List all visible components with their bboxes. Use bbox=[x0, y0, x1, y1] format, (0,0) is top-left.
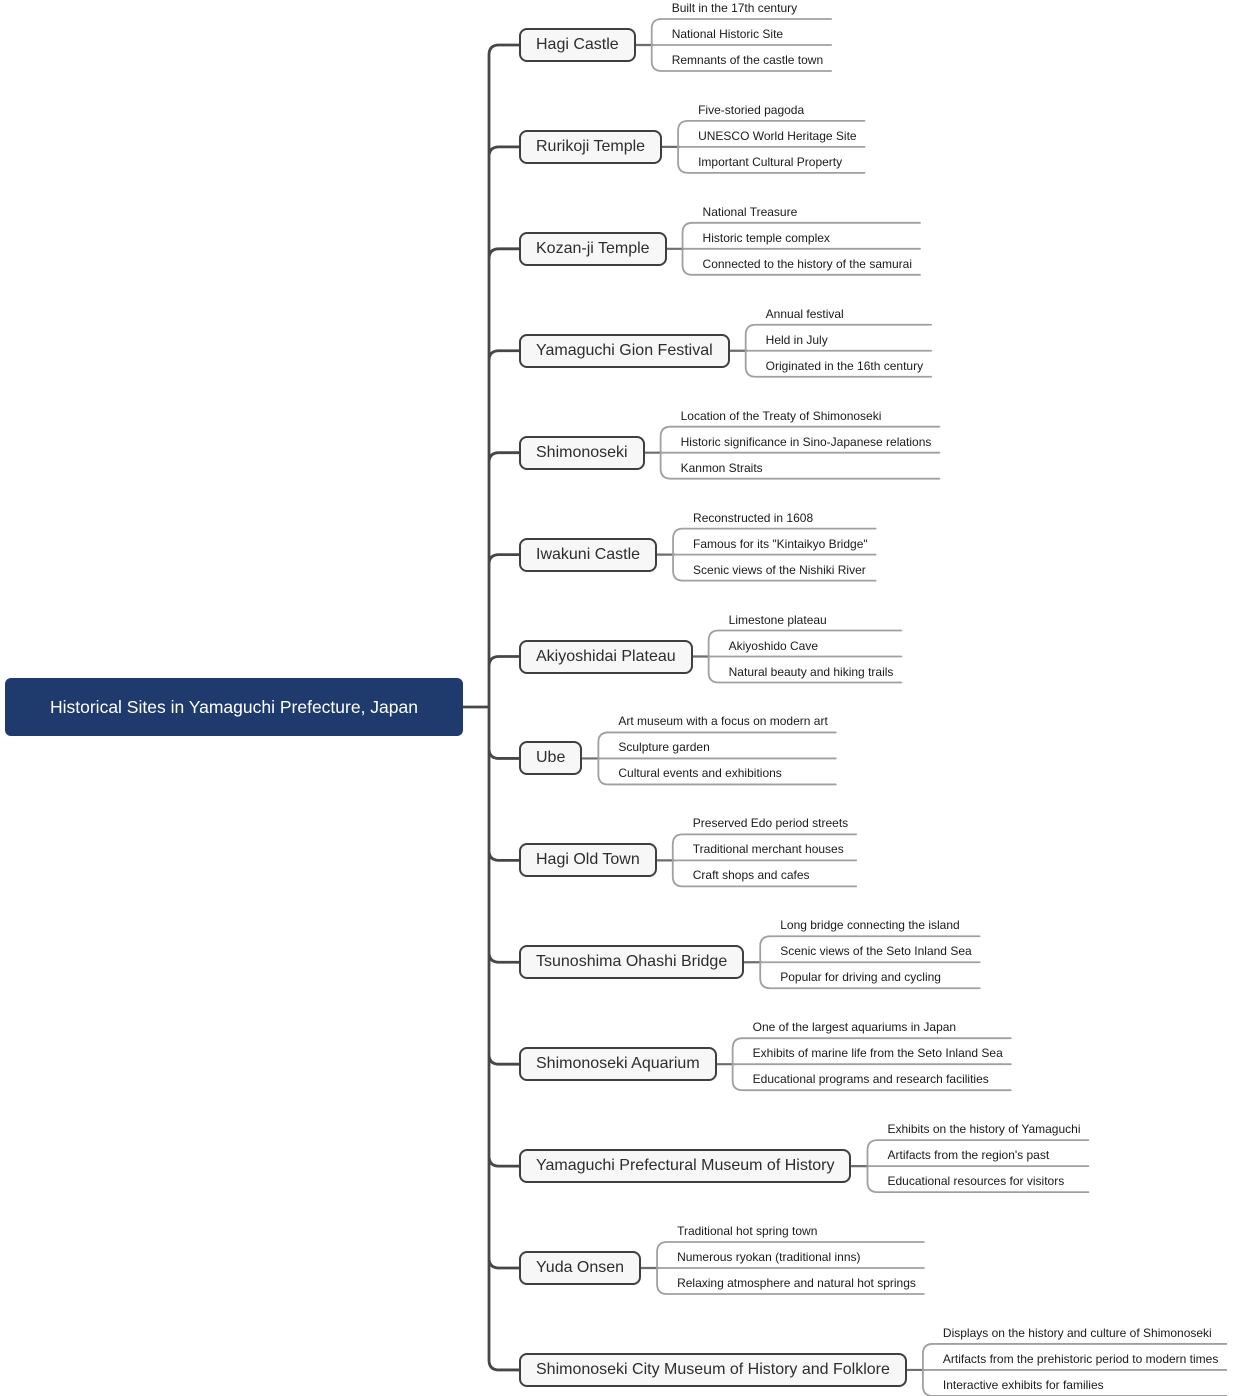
leaf-item[interactable]: Annual festival bbox=[765, 306, 844, 321]
leaf-item[interactable]: Sculpture garden bbox=[618, 740, 710, 755]
leaf-item[interactable]: One of the largest aquariums in Japan bbox=[752, 1020, 957, 1035]
branch: Shimonoseki Aquarium One of the largest … bbox=[519, 1020, 1003, 1103]
leaf-item[interactable]: Displays on the history and culture of S… bbox=[942, 1325, 1212, 1340]
leaf-item[interactable]: Long bridge connecting the island bbox=[780, 918, 960, 933]
leaf-item[interactable]: Reconstructed in 1608 bbox=[693, 510, 814, 525]
branch-node-3[interactable]: Yamaguchi Gion Festival bbox=[519, 333, 730, 368]
leaf-item[interactable]: Remnants of the castle town bbox=[671, 53, 824, 67]
leaf-item[interactable]: National Treasure bbox=[702, 204, 798, 219]
leaf-group: Displays on the history and culture of S… bbox=[943, 1318, 1218, 1396]
branch-node-13[interactable]: Shimonoseki City Museum of History and F… bbox=[519, 1352, 907, 1387]
branch: Yamaguchi Prefectural Museum of History … bbox=[519, 1122, 1080, 1205]
leaf-item[interactable]: Craft shops and cafes bbox=[692, 868, 810, 883]
leaf-item[interactable]: Akiyoshido Cave bbox=[728, 638, 819, 653]
leaf-item[interactable]: Relaxing atmosphere and natural hot spri… bbox=[677, 1276, 916, 1291]
branch-node-11[interactable]: Yamaguchi Prefectural Museum of History bbox=[519, 1149, 852, 1184]
leaf-item[interactable]: Famous for its "Kintaikyo Bridge" bbox=[693, 536, 868, 551]
leaf-item[interactable]: Built in the 17th century bbox=[671, 1, 798, 15]
branch: Shimonoseki Location of the Treaty of Sh… bbox=[519, 409, 931, 492]
branch-node-9[interactable]: Tsunoshima Ohashi Bridge bbox=[519, 945, 745, 980]
leaf-item[interactable]: Scenic views of the Seto Inland Sea bbox=[780, 944, 972, 959]
leaf-item[interactable]: Traditional hot spring town bbox=[677, 1224, 818, 1239]
leaf-item[interactable]: Scenic views of the Nishiki River bbox=[693, 562, 866, 577]
leaf-item[interactable]: Preserved Edo period streets bbox=[692, 816, 849, 831]
leaf-item[interactable]: Historic temple complex bbox=[702, 230, 830, 245]
leaf-item[interactable]: Art museum with a focus on modern art bbox=[618, 714, 828, 729]
leaf-item[interactable]: Five-storied pagoda bbox=[698, 102, 805, 117]
leaf-item[interactable]: Exhibits of marine life from the Seto In… bbox=[752, 1046, 1003, 1061]
leaf-item[interactable]: Numerous ryokan (traditional inns) bbox=[677, 1250, 861, 1265]
branch-node-8[interactable]: Hagi Old Town bbox=[519, 843, 657, 878]
branch: Ube Art museum with a focus on modern ar… bbox=[519, 714, 828, 797]
branch: Shimonoseki City Museum of History and F… bbox=[519, 1326, 1218, 1396]
leaf-item[interactable]: Artifacts from the prehistoric period to… bbox=[942, 1351, 1219, 1366]
branch-node-10[interactable]: Shimonoseki Aquarium bbox=[519, 1047, 717, 1082]
leaf-item[interactable]: Originated in the 16th century bbox=[765, 358, 924, 373]
branch-node-2[interactable]: Kozan-ji Temple bbox=[519, 231, 667, 266]
leaf-item[interactable]: Historic significance in Sino-Japanese r… bbox=[680, 434, 932, 449]
leaf-item[interactable]: Artifacts from the region's past bbox=[887, 1148, 1050, 1163]
branch: Hagi Old Town Preserved Edo period stree… bbox=[519, 816, 848, 899]
leaf-item[interactable]: Educational programs and research facili… bbox=[752, 1072, 989, 1087]
leaf-item[interactable]: Natural beauty and hiking trails bbox=[728, 664, 894, 679]
leaf-item[interactable]: National Historic Site bbox=[671, 27, 784, 41]
leaf-item[interactable]: Cultural events and exhibitions bbox=[618, 766, 782, 781]
root-node-label: Historical Sites in Yamaguchi Prefecture… bbox=[49, 696, 418, 717]
branch-node-7[interactable]: Ube bbox=[519, 741, 583, 776]
leaf-item[interactable]: Interactive exhibits for families bbox=[942, 1377, 1104, 1392]
branch-node-6[interactable]: Akiyoshidai Plateau bbox=[519, 639, 693, 674]
leaf-item[interactable]: Held in July bbox=[765, 332, 828, 347]
branch-node-0[interactable]: Hagi Castle bbox=[519, 28, 636, 62]
branch-node-1[interactable]: Rurikoji Temple bbox=[519, 129, 663, 164]
leaf-item[interactable]: UNESCO World Heritage Site bbox=[698, 128, 857, 143]
branch-node-12[interactable]: Yuda Onsen bbox=[519, 1251, 642, 1286]
branch-node-5[interactable]: Iwakuni Castle bbox=[519, 537, 658, 572]
leaf-item[interactable]: Limestone plateau bbox=[728, 612, 827, 627]
branch-node-4[interactable]: Shimonoseki bbox=[519, 435, 645, 470]
leaf-item[interactable]: Important Cultural Property bbox=[698, 154, 843, 169]
leaf-item[interactable]: Kanmon Straits bbox=[680, 460, 763, 475]
root-node[interactable]: Historical Sites in Yamaguchi Prefecture… bbox=[5, 678, 463, 736]
leaf-item[interactable]: Location of the Treaty of Shimonoseki bbox=[680, 408, 882, 423]
branch: Tsunoshima Ohashi Bridge Long bridge con… bbox=[519, 918, 972, 1001]
leaf-item[interactable]: Exhibits on the history of Yamaguchi bbox=[887, 1122, 1081, 1137]
leaf-item[interactable]: Educational resources for visitors bbox=[887, 1174, 1065, 1189]
leaf-item[interactable]: Popular for driving and cycling bbox=[780, 970, 941, 985]
leaf-item[interactable]: Traditional merchant houses bbox=[692, 842, 844, 857]
leaf-item[interactable]: Connected to the history of the samurai bbox=[702, 256, 912, 271]
